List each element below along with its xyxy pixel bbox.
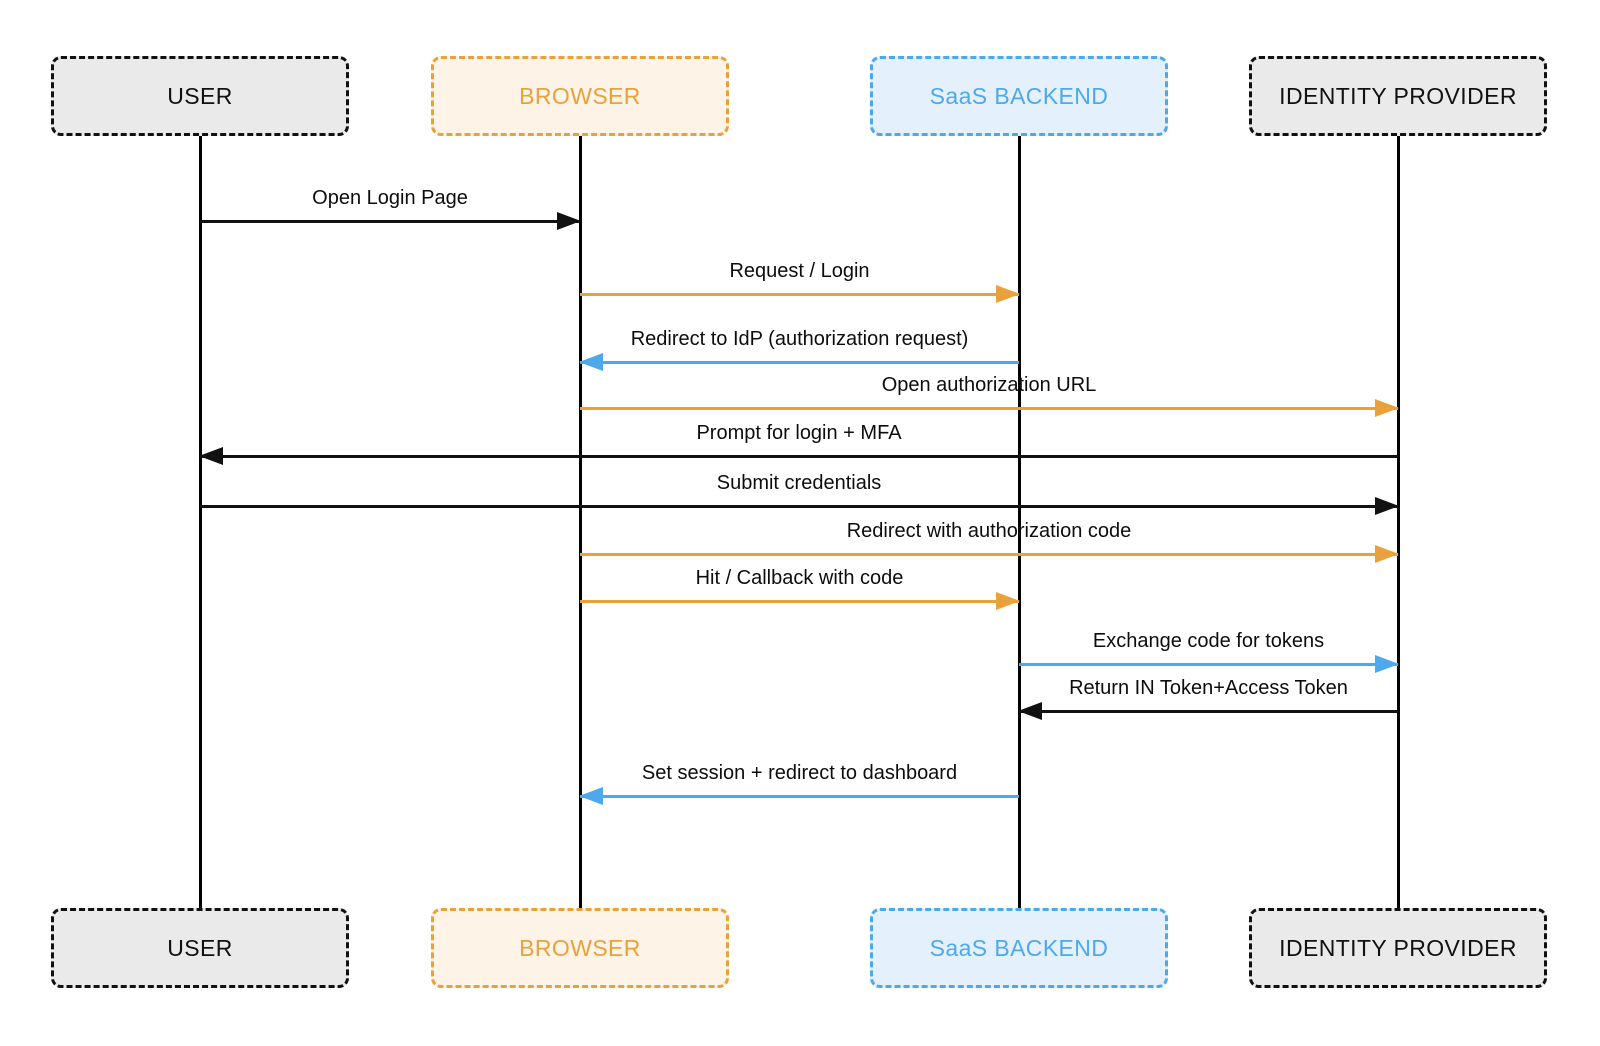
arrowhead-icon [1375, 655, 1399, 673]
message-label: Open authorization URL [881, 374, 1097, 396]
message-hit-callback-with-code: Hit / Callback with code [580, 557, 1020, 610]
actor-box-browser-bottom: BROWSER [431, 908, 729, 988]
arrowhead-icon [579, 353, 603, 371]
arrowhead-icon [199, 447, 223, 465]
actor-label-user: USER [167, 934, 233, 961]
actor-label-saas-backend: SaaS BACKEND [929, 82, 1109, 109]
arrowhead-icon [996, 592, 1020, 610]
message-set-session-redirect-dashboard: Set session + redirect to dashboard [579, 752, 1019, 805]
actor-box-user-top: USER [51, 56, 349, 136]
actor-label-user: USER [167, 82, 233, 109]
actor-label-identity-provider: IDENTITY PROVIDER [1279, 934, 1517, 961]
message-line [200, 455, 1398, 458]
message-label: Open Login Page [312, 187, 468, 209]
lifeline-identity-provider [1396, 136, 1400, 908]
message-label: Set session + redirect to dashboard [641, 762, 958, 784]
message-redirect-to-idp: Redirect to IdP (authorization request) [579, 318, 1019, 371]
arrowhead-icon [996, 285, 1020, 303]
message-label: Submit credentials [716, 472, 882, 494]
message-open-authorization-url: Open authorization URL [580, 364, 1399, 417]
arrowhead-icon [557, 212, 581, 230]
arrowhead-icon [1375, 399, 1399, 417]
arrowhead-icon [1375, 545, 1399, 563]
message-line [580, 293, 1019, 296]
message-label: Request / Login [729, 260, 870, 282]
message-line [580, 361, 1019, 364]
message-label: Redirect to IdP (authorization request) [630, 328, 969, 350]
actor-label-saas-backend: SaaS BACKEND [929, 934, 1109, 961]
lifeline-user [198, 136, 202, 908]
actor-label-browser: BROWSER [519, 82, 641, 109]
message-redirect-with-authorization-code: Redirect with authorization code [580, 510, 1399, 563]
arrowhead-icon [1018, 702, 1042, 720]
actor-box-identity-provider-top: IDENTITY PROVIDER [1249, 56, 1547, 136]
message-line [580, 553, 1398, 556]
message-line [580, 600, 1019, 603]
actor-label-identity-provider: IDENTITY PROVIDER [1279, 82, 1517, 109]
message-label: Exchange code for tokens [1092, 630, 1325, 652]
actor-box-browser-top: BROWSER [431, 56, 729, 136]
message-line [580, 407, 1398, 410]
message-label: Redirect with authorization code [846, 520, 1132, 542]
message-line [200, 220, 580, 223]
actor-box-identity-provider-bottom: IDENTITY PROVIDER [1249, 908, 1547, 988]
message-line [1019, 663, 1398, 666]
message-submit-credentials: Submit credentials [200, 462, 1399, 515]
message-return-tokens: Return IN Token+Access Token [1018, 667, 1398, 720]
message-label: Hit / Callback with code [695, 567, 904, 589]
message-line [200, 505, 1398, 508]
message-request-login: Request / Login [580, 250, 1020, 303]
actor-label-browser: BROWSER [519, 934, 641, 961]
message-exchange-code-for-tokens: Exchange code for tokens [1019, 620, 1399, 673]
message-open-login-page: Open Login Page [200, 177, 581, 230]
message-line [580, 795, 1019, 798]
actor-box-user-bottom: USER [51, 908, 349, 988]
message-label: Return IN Token+Access Token [1069, 677, 1348, 699]
arrowhead-icon [1375, 497, 1399, 515]
actor-box-saas-backend-bottom: SaaS BACKEND [870, 908, 1168, 988]
arrowhead-icon [579, 787, 603, 805]
lifeline-saas-backend [1017, 136, 1021, 908]
lifeline-browser [578, 136, 582, 908]
message-prompt-login-mfa: Prompt for login + MFA [199, 412, 1398, 465]
message-label: Prompt for login + MFA [696, 422, 902, 444]
message-line [1019, 710, 1398, 713]
actor-box-saas-backend-top: SaaS BACKEND [870, 56, 1168, 136]
